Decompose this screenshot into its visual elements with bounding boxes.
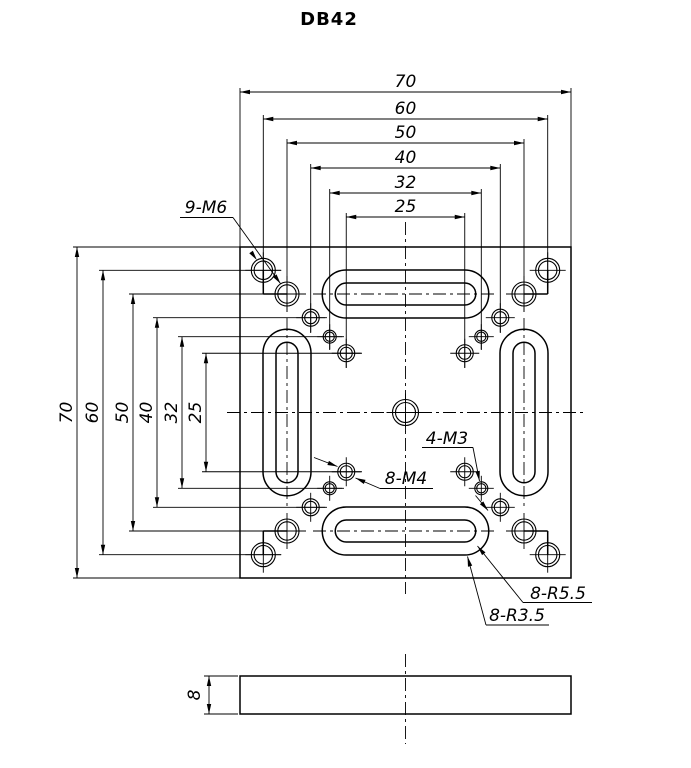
dim-left-60: 60 [83,402,103,424]
dim-left-50: 50 [113,402,133,424]
dim-top-60: 60 [395,99,417,119]
leader-m6-arrow [272,274,281,284]
dim-top-50: 50 [395,123,417,143]
arrowhead [203,353,209,364]
dim-left-25: 25 [186,402,206,424]
leader-r3-5 [467,556,487,626]
arrowhead [74,568,80,578]
leader-m3-arrow [475,470,480,481]
leader-r5-5 [477,545,524,603]
slot-outer [499,328,549,497]
arrowhead [454,214,465,220]
arrowhead [100,270,106,281]
arrowhead [154,317,160,328]
arrowhead [561,89,571,95]
arrowhead [203,461,209,472]
slot-inner [334,519,477,543]
slot-outer [321,506,490,556]
leader-r3-5-arrow [467,556,473,567]
dim-left-70: 70 [57,402,77,424]
arrowhead [179,336,185,347]
arrowhead [471,190,482,196]
drawing-geometry [73,88,592,744]
drawing-title: DB42 [300,9,358,30]
arrowhead [74,247,80,257]
leader-m6 [232,217,281,285]
arrowhead [179,478,185,489]
callout-m4: 8-M4 [385,469,427,489]
dim-top-32: 32 [395,173,417,193]
leader-m3-arrow [479,501,488,511]
callout-r3-5: 8-R3.5 [489,606,545,626]
leader-m4-arrow [327,460,338,467]
arrowhead [329,190,340,196]
dim-top-70: 70 [395,72,417,92]
arrowhead [537,116,548,122]
arrowhead [206,704,212,714]
dim-thickness: 8 [185,689,205,700]
callout-m6: 9-M6 [185,198,228,218]
dim-top-40: 40 [395,148,417,168]
callout-labels: 9-M6 8-M4 4-M3 8-R5.5 8-R3.5 [185,198,586,626]
arrowhead [490,165,501,171]
callout-r5-5: 8-R5.5 [530,584,586,604]
arrowhead [100,544,106,555]
arrowhead [206,676,212,686]
dim-top-25: 25 [395,197,417,217]
arrowhead [240,89,250,95]
arrowhead [263,116,274,122]
top-dimension-labels: 70 60 50 40 32 25 [395,72,417,217]
arrowhead [154,497,160,508]
arrowhead [287,140,297,146]
leader-m4-arrow [355,478,366,484]
slot-inner [512,341,536,484]
leader-m6-arrow [249,250,257,261]
dim-left-32: 32 [162,402,182,424]
arrowhead [130,521,136,531]
left-dimension-labels: 70 60 50 40 32 25 [57,402,206,424]
callout-m3: 4-M3 [426,429,468,449]
arrowhead [310,165,321,171]
arrowhead [130,294,136,304]
arrowhead [346,214,357,220]
arrowhead [514,140,524,146]
dim-left-40: 40 [137,402,157,424]
side-view-outline [239,675,572,715]
leader-r5-5-arrow [477,546,486,556]
